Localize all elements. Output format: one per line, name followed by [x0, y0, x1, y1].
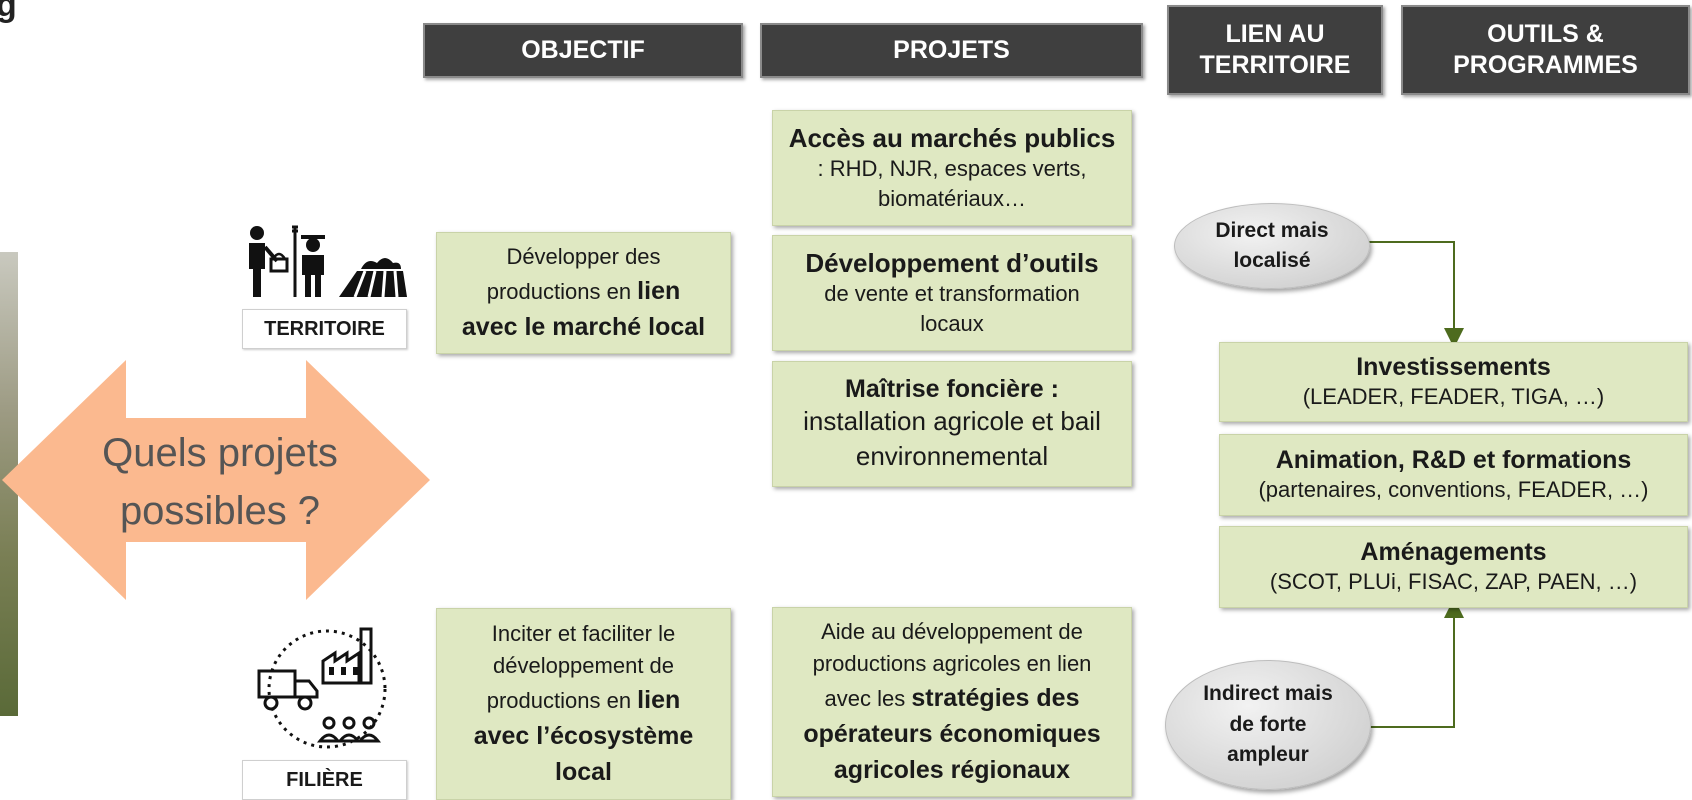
projet-aide-line1: Aide au développement de	[821, 618, 1083, 644]
double-arrow	[2, 360, 430, 600]
projet-marches-title: Accès au marchés publics	[788, 122, 1116, 153]
objectif-territoire-line3-bold: avec le marché local	[461, 312, 706, 341]
projet-outils-line2: locaux	[920, 310, 984, 336]
connector-indirect	[1370, 598, 1464, 728]
projet-fonciere-line1: installation agricole et bail	[803, 405, 1101, 436]
projet-aide-line2: productions agricoles en lien	[812, 650, 1092, 676]
filiere-caption-label: FILIÈRE	[286, 768, 363, 791]
outil-investissements-sub: (LEADER, FEADER, TIGA, …)	[1302, 384, 1605, 410]
filiere-caption: FILIÈRE	[242, 760, 407, 800]
header-projets: PROJETS	[760, 23, 1143, 78]
projet-fonciere-title: Maîtrise foncière :	[845, 374, 1059, 403]
header-outils-programmes: OUTILS & PROGRAMMES	[1401, 5, 1690, 95]
header-lien-line1: LIEN AU	[1225, 19, 1325, 48]
projet-outils-line1: de vente et transformation	[824, 280, 1080, 306]
objectif-filiere-line3: productions en lien	[487, 682, 681, 718]
projet-fonciere: Maîtrise foncière : installation agricol…	[772, 361, 1132, 487]
objectif-filiere-line3-bold: lien	[637, 685, 681, 714]
lien-direct-line1: Direct mais	[1215, 218, 1329, 242]
outil-amenagements: Aménagements (SCOT, PLUi, FISAC, ZAP, PA…	[1219, 526, 1688, 608]
objectif-territoire-line1: Développer des	[506, 243, 661, 269]
lien-direct-ellipse: Direct mais localisé	[1174, 203, 1370, 289]
objectif-filiere-line3-pre: productions en	[486, 687, 638, 713]
lien-indirect-ellipse: Indirect mais de forte ampleur	[1165, 660, 1371, 790]
header-lien-territoire: LIEN AU TERRITOIRE	[1167, 5, 1383, 95]
arrow-question-line2: possibles ?	[119, 489, 321, 533]
outil-investissements-title: Investissements	[1356, 353, 1551, 382]
outil-amenagements-sub: (SCOT, PLUi, FISAC, ZAP, PAEN, …)	[1269, 569, 1638, 595]
objectif-filiere-line2: développement de	[492, 652, 675, 678]
projet-marches-line1: : RHD, NJR, espaces verts,	[817, 155, 1087, 181]
projet-aide-line5-bold: agricoles régionaux	[833, 756, 1071, 785]
arrow-question-line1: Quels projets	[102, 431, 338, 475]
objectif-territoire-line2: productions en lien	[487, 273, 681, 309]
objectif-filiere: Inciter et faciliter le développement de…	[436, 608, 731, 800]
territoire-caption-label: TERRITOIRE	[264, 317, 385, 340]
lien-indirect-line2: de forte	[1229, 712, 1307, 736]
projet-outils: Développement d’outils de vente et trans…	[772, 235, 1132, 351]
cropped-title-fragment: g	[0, 0, 17, 24]
header-outils-line1: OUTILS &	[1487, 19, 1604, 48]
farmer-market-icon	[249, 225, 407, 298]
projet-marches-line2: biomatériaux…	[878, 185, 1026, 211]
projet-aide-line3: avec les stratégies des	[825, 680, 1080, 716]
header-outils-line2: PROGRAMMES	[1453, 51, 1638, 79]
outil-amenagements-title: Aménagements	[1360, 538, 1547, 567]
header-objectif-label: OBJECTIF	[521, 35, 645, 64]
lien-connectors	[1360, 241, 1464, 728]
outil-animation: Animation, R&D et formations (partenaire…	[1219, 434, 1688, 516]
projet-aide-line3-bold: stratégies des	[911, 683, 1080, 712]
connector-direct	[1360, 241, 1464, 348]
projet-fonciere-line2: environnemental	[855, 441, 1049, 471]
lien-direct-line2: localisé	[1233, 249, 1311, 272]
supply-chain-icon	[257, 627, 387, 749]
double-arrow-shape	[2, 360, 430, 600]
arrow-question: Quels projets possibles ?	[60, 424, 380, 540]
outil-animation-sub: (partenaires, conventions, FEADER, …)	[1258, 477, 1649, 503]
projet-marches-publics: Accès au marchés publics : RHD, NJR, esp…	[772, 110, 1132, 226]
projet-aide-line4-bold: opérateurs économiques	[803, 719, 1101, 748]
header-projets-label: PROJETS	[893, 35, 1010, 64]
projet-aide: Aide au développement de productions agr…	[772, 607, 1132, 797]
objectif-territoire-line2-bold: lien	[637, 276, 681, 305]
header-lien-line2: TERRITOIRE	[1199, 51, 1351, 79]
lien-indirect-line3: ampleur	[1227, 743, 1309, 767]
territoire-caption: TERRITOIRE	[242, 309, 407, 349]
header-objectif: OBJECTIF	[423, 23, 743, 78]
objectif-filiere-line5-bold: local	[555, 758, 612, 787]
outil-investissements: Investissements (LEADER, FEADER, TIGA, ……	[1219, 342, 1688, 422]
projet-outils-title: Développement d’outils	[805, 247, 1099, 278]
objectif-territoire-line2-pre: productions en	[486, 278, 638, 304]
objectif-filiere-line1: Inciter et faciliter le	[491, 620, 676, 646]
objectif-filiere-line4-bold: avec l’écosystème	[473, 721, 694, 750]
objectif-territoire: Développer des productions en lien avec …	[436, 232, 731, 354]
outil-animation-title: Animation, R&D et formations	[1275, 446, 1632, 475]
projet-aide-line3-pre: avec les	[824, 685, 912, 711]
lien-indirect-line1: Indirect mais	[1203, 682, 1333, 706]
